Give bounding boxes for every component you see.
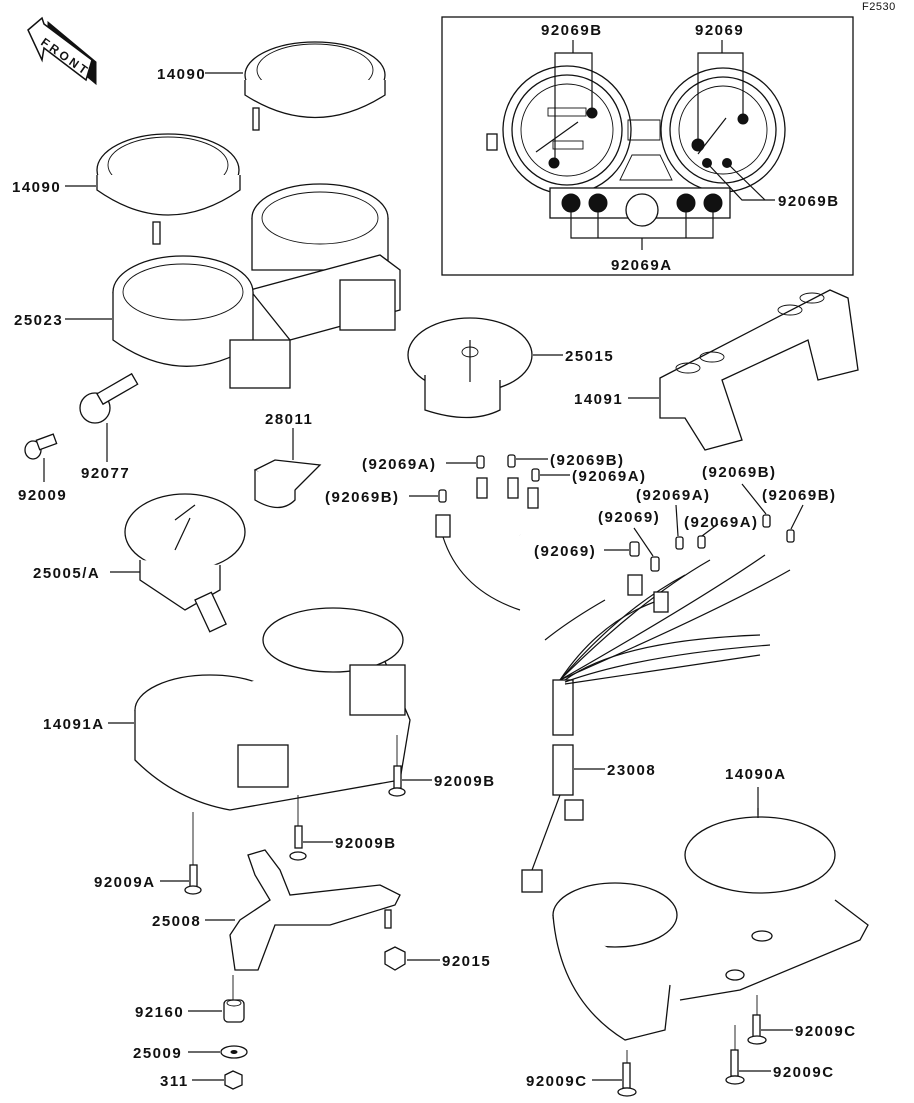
part-14091A: 14091A xyxy=(43,607,411,811)
part-label: 92009B xyxy=(335,835,397,852)
part-label: 23008 xyxy=(607,762,656,779)
bulb-label: (92069A) xyxy=(636,487,711,504)
part-label: 14090 xyxy=(157,66,206,83)
part-label: 92160 xyxy=(135,1004,184,1021)
part-92009C-3: 92009C xyxy=(526,1050,637,1097)
bulb-label: (92069) xyxy=(534,543,596,560)
part-92009: 92009 xyxy=(18,433,67,504)
part-label: 14091 xyxy=(574,391,623,408)
part-25023: 25023 xyxy=(14,183,401,389)
part-label: 14090A xyxy=(725,766,787,783)
part-92009B-1: 92009B xyxy=(388,735,496,797)
inset-label: 92069A xyxy=(611,257,673,274)
part-92015: 92015 xyxy=(384,909,491,971)
inset-label: 92069B xyxy=(778,193,840,210)
inset-meter-panel: 92069B 92069 92069B 92069A xyxy=(441,16,854,276)
bulb-label: (92069B) xyxy=(550,452,625,469)
part-label: 14090 xyxy=(12,179,61,196)
part-label: 92077 xyxy=(81,465,130,482)
bulb-label: (92069B) xyxy=(762,487,837,504)
part-label: 25009 xyxy=(133,1045,182,1062)
part-92009C-1: 92009C xyxy=(747,995,857,1045)
part-92009B-2: 92009B xyxy=(289,795,397,861)
inset-label: 92069B xyxy=(541,22,603,39)
part-label: 92009B xyxy=(434,773,496,790)
figure-id: F2530 xyxy=(862,1,896,13)
part-28011: 28011 xyxy=(253,411,322,509)
part-92009C-2: 92009C xyxy=(725,1025,835,1085)
part-label: 92009C xyxy=(526,1073,588,1090)
part-25005A: 25005/A xyxy=(33,493,246,633)
front-arrow-icon: FRONT xyxy=(27,16,97,86)
bulb-label: (92069) xyxy=(598,509,660,526)
part-label: 92009C xyxy=(795,1023,857,1040)
part-14090-lower: 14090 xyxy=(12,133,241,245)
inset-label: 92069 xyxy=(695,22,744,39)
bulb-callouts: (92069A) (92069B) (92069A) (92069B) (920… xyxy=(325,452,837,572)
bulb-label: (92069A) xyxy=(362,456,437,473)
part-label: 92009A xyxy=(94,874,156,891)
part-311: 311 xyxy=(160,1070,243,1090)
bulb-label: (92069B) xyxy=(702,464,777,481)
part-label: 25008 xyxy=(152,913,201,930)
part-label: 25023 xyxy=(14,312,63,329)
part-25015: 25015 xyxy=(407,317,614,419)
part-92009A: 92009A xyxy=(94,812,202,895)
part-label: 92009C xyxy=(773,1064,835,1081)
part-label: 92015 xyxy=(442,953,491,970)
part-label: 92009 xyxy=(18,487,67,504)
part-14090A: 14090A xyxy=(552,766,869,1041)
bulb-label: (92069B) xyxy=(325,489,400,506)
part-92077: 92077 xyxy=(79,372,139,482)
bulb-label: (92069A) xyxy=(684,514,759,531)
part-92160: 92160 xyxy=(135,975,245,1023)
part-25009: 25009 xyxy=(133,1045,248,1062)
part-label: 25015 xyxy=(565,348,614,365)
bulb-label: (92069A) xyxy=(572,468,647,485)
part-25008: 25008 xyxy=(152,849,401,971)
part-label: 25005/A xyxy=(33,565,100,582)
part-label: 28011 xyxy=(265,411,313,428)
part-label: 14091A xyxy=(43,716,105,733)
part-14090-upper: 14090 xyxy=(157,41,386,131)
part-23008: 23008 xyxy=(435,477,791,893)
part-label: 311 xyxy=(160,1073,189,1090)
part-14091: 14091 xyxy=(574,289,859,451)
